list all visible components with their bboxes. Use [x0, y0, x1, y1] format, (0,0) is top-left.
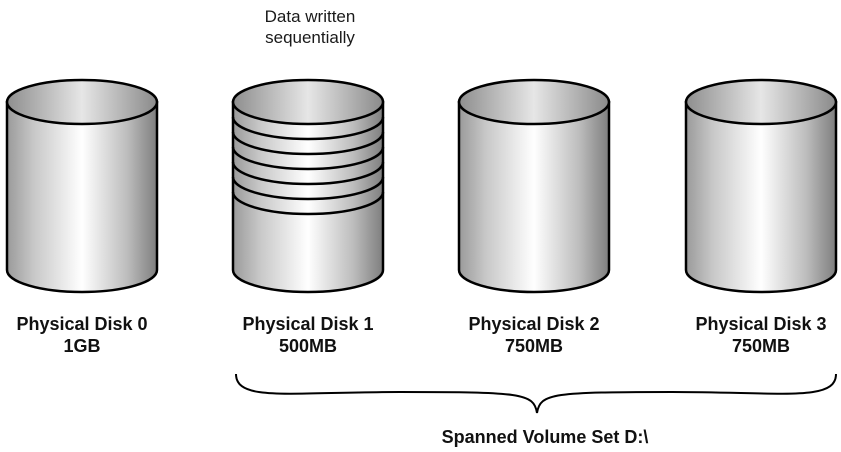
data-ring	[231, 131, 385, 156]
physical-disk-2-cylinder	[457, 78, 611, 294]
disk-3-size: 750MB	[731, 336, 791, 356]
physical-disk-3-cylinder	[684, 78, 838, 294]
data-ring	[231, 161, 385, 186]
disk-1-name: Physical Disk 1	[242, 314, 374, 334]
disk-3-name: Physical Disk 3	[695, 314, 827, 334]
data-rings	[231, 116, 385, 216]
disk-2-label: Physical Disk 2 750MB	[444, 313, 624, 357]
data-ring	[231, 176, 385, 201]
disk-1-size: 500MB	[278, 336, 338, 356]
data-ring	[231, 116, 385, 141]
disk-2-size: 750MB	[504, 336, 564, 356]
disk-0-size: 1GB	[63, 336, 101, 356]
disk-1-label: Physical Disk 1 500MB	[218, 313, 398, 357]
disk-0-name: Physical Disk 0	[16, 314, 148, 334]
disk-3-label: Physical Disk 3 750MB	[671, 313, 841, 357]
disk-2-name: Physical Disk 2	[468, 314, 600, 334]
disk-0-label: Physical Disk 0 1GB	[0, 313, 172, 357]
physical-disk-0-cylinder	[5, 78, 159, 294]
data-ring	[231, 191, 385, 216]
data-written-annotation: Data written sequentially	[264, 7, 356, 47]
data-ring	[231, 146, 385, 171]
physical-disk-1-cylinder	[231, 78, 385, 294]
volume-brace	[235, 373, 837, 414]
volume-label: Spanned Volume Set D:\	[441, 427, 649, 447]
